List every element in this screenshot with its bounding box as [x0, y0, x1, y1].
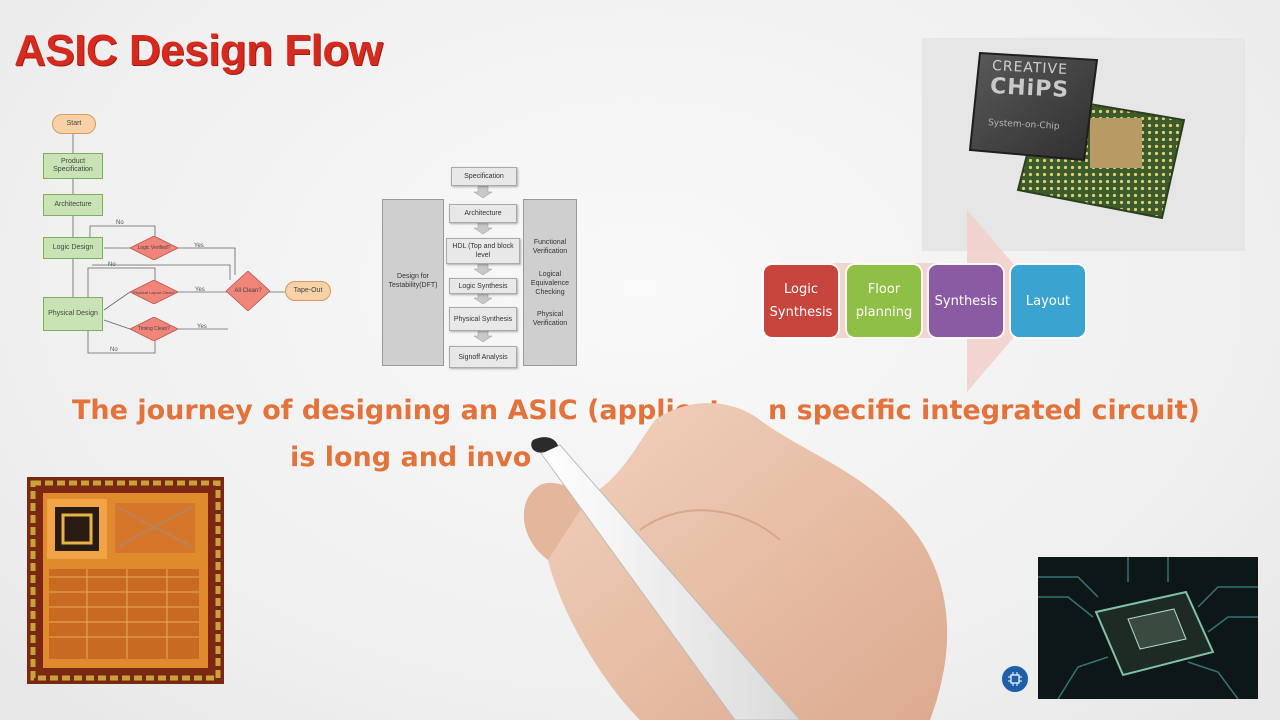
flowchart-no-label: No: [108, 262, 116, 268]
sentence-line2: is long and invo: [290, 442, 532, 473]
dft-column: Design for Testability(DFT): [382, 199, 444, 366]
process-box-synthesis: Synthesis: [929, 265, 1003, 337]
verification-column: Functional Verification Logical Equivale…: [523, 199, 577, 366]
flowchart-start: Start: [52, 114, 96, 134]
flow-step: HDL (Top and block level: [446, 238, 520, 264]
flowchart-no-label: No: [110, 347, 118, 353]
flowchart-yes-label: Yes: [197, 324, 207, 330]
flowchart-yes-label: Yes: [194, 243, 204, 249]
flowchart-tape-out: Tape-Out: [285, 281, 331, 301]
flowchart-logic-design: Logic Design: [43, 237, 103, 259]
flowchart-all-clean: All Clean?: [226, 271, 270, 311]
flow-step: Physical Synthesis: [449, 307, 517, 331]
chip-board-image: [1038, 557, 1258, 699]
flowchart-connectors: [72, 134, 285, 354]
flowchart-logic-verified: Logic Verified?: [130, 236, 178, 260]
flowchart-yes-label: Yes: [195, 287, 205, 293]
flowchart-physical-layout-clean: Physical Layout Clean?: [130, 280, 178, 304]
chip-image: CREATIVE CHiPS System-on-Chip: [922, 38, 1245, 251]
flowchart-no-label: No: [116, 220, 124, 226]
flowchart-physical-design: Physical Design: [43, 297, 103, 331]
flowchart-architecture: Architecture: [43, 194, 103, 216]
flow-step: Specification: [451, 167, 517, 186]
flow-arrows: [473, 185, 493, 343]
asic-flowchart: Start Product Specification Architecture…: [30, 105, 340, 365]
flow-step: Signoff Analysis: [449, 346, 517, 368]
flow-step: Logic Synthesis: [449, 278, 517, 294]
process-box-layout: Layout: [1011, 265, 1085, 337]
page-title: ASIC Design Flow: [14, 26, 383, 75]
design-flow-diagram: Design for Testability(DFT) Functional V…: [380, 164, 580, 372]
sentence-line1-end: n specific integrated circuit): [768, 395, 1200, 426]
flowchart-timing-clean: Timing Clean?: [130, 317, 178, 341]
flowchart-product-spec: Product Specification: [43, 153, 103, 179]
channel-logo-icon: [1000, 664, 1030, 694]
process-box-floor-planning: Floor planning: [847, 265, 921, 337]
flow-step: Architecture: [449, 204, 517, 223]
sentence-line1: The journey of designing an ASIC (applic…: [72, 395, 722, 426]
die-layout-image: [27, 477, 224, 684]
process-box-logic-synthesis: Logic Synthesis: [764, 265, 838, 337]
